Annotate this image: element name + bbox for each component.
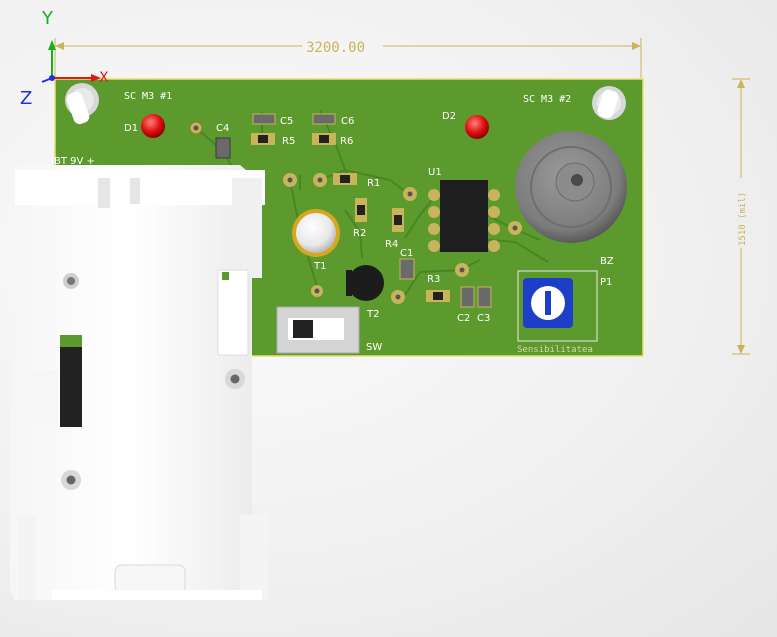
dimension-height-value: 1510 (mil) <box>738 192 748 246</box>
sw-label: SW <box>366 342 382 353</box>
led-t1[interactable] <box>292 209 340 257</box>
p1-label: P1 <box>600 277 612 288</box>
d1-label: D1 <box>124 123 138 134</box>
bz-label: BZ <box>600 256 614 267</box>
c3-body[interactable] <box>477 286 492 308</box>
c2-body[interactable] <box>460 286 475 308</box>
r1-label: R1 <box>367 178 380 189</box>
potentiometer-p1[interactable] <box>523 278 573 328</box>
c4-body[interactable] <box>215 137 231 159</box>
c4-label: C4 <box>216 123 229 134</box>
dimension-height[interactable] <box>732 78 750 355</box>
mounting-hole-1-label: SC M3 #1 <box>124 91 172 102</box>
ic-u1[interactable] <box>428 180 500 252</box>
t2-label: T2 <box>366 309 379 320</box>
c6-body[interactable] <box>312 113 336 125</box>
r3-label: R3 <box>427 274 440 285</box>
c1-body[interactable] <box>399 258 415 280</box>
c5-label: C5 <box>280 116 293 127</box>
r2-label: R2 <box>353 228 366 239</box>
c6-label: C6 <box>341 116 354 127</box>
r4-label: R4 <box>385 239 398 250</box>
battery-label: BT 9V + <box>54 156 95 167</box>
t1-label: T1 <box>313 261 326 272</box>
c3-label: C3 <box>477 313 490 324</box>
mounting-hole-2-label: SC M3 #2 <box>523 94 571 105</box>
p1-silk-outline <box>517 270 598 342</box>
dimension-width-value: 3200.00 <box>306 40 365 56</box>
c2-label: C2 <box>457 313 470 324</box>
mounting-hole-2 <box>592 86 626 120</box>
r5-label: R5 <box>282 136 295 147</box>
r6-label: R6 <box>340 136 353 147</box>
transistor-t2[interactable] <box>346 265 384 301</box>
mounting-hole-1 <box>65 83 99 125</box>
p1-caption: Sensibilitatea <box>517 345 593 355</box>
u1-label: U1 <box>428 167 442 178</box>
axis-z-label: Z <box>20 88 32 109</box>
led-d1[interactable] <box>141 114 165 138</box>
c1-label: C1 <box>400 248 413 259</box>
axis-gizmo <box>41 40 101 83</box>
dimension-width[interactable] <box>54 38 642 78</box>
led-d2[interactable] <box>465 115 489 139</box>
axis-y-label: Y <box>41 8 54 29</box>
battery-holder-3d[interactable] <box>10 165 268 600</box>
slide-switch-sw[interactable] <box>276 306 360 354</box>
buzzer-bz[interactable] <box>515 131 627 243</box>
c5-body[interactable] <box>252 113 276 125</box>
axis-x-label: X <box>99 70 109 86</box>
d2-label: D2 <box>442 111 456 122</box>
